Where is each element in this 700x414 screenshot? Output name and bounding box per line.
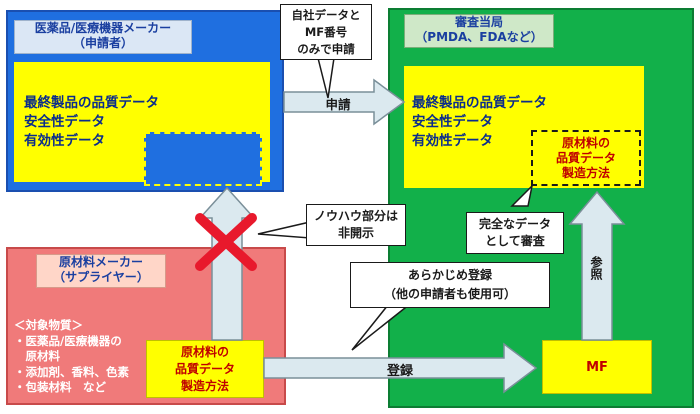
- authority-data-list: 最終製品の品質データ 安全性データ 有効性データ: [412, 94, 612, 151]
- submit-callout-line: のみで申請: [297, 42, 355, 56]
- authority-raw-material-line: 製造方法: [561, 166, 610, 180]
- target-substance-item: ・包装材料 など: [14, 380, 106, 394]
- submit-callout-line: 自社データと: [291, 8, 361, 22]
- preregister-callout: あらかじめ登録 （他の申請者も使用可）: [350, 262, 550, 308]
- supplier-title-line2: （サプライヤー）: [53, 270, 149, 284]
- reference-arrow-label: 参照: [589, 256, 603, 280]
- authority-data-item: 有効性データ: [412, 133, 493, 149]
- knowhow-callout-line: 非開示: [337, 226, 374, 240]
- supplier-raw-material-line: 品質データ: [174, 362, 235, 376]
- target-substance-item: ・添加剤、香料、色素: [14, 364, 129, 379]
- authority-title-line1: 審査当局: [454, 15, 503, 29]
- submit-arrow: [283, 78, 406, 126]
- applicant-data-item: 安全性データ: [24, 114, 105, 130]
- authority-data-item: 安全性データ: [412, 114, 493, 130]
- review-callout: 完全なデータ として審査: [466, 212, 564, 254]
- supplier-raw-material-line: 原材料の: [180, 345, 229, 359]
- register-arrow: [263, 342, 538, 394]
- knowhow-callout: ノウハウ部分は 非開示: [306, 204, 406, 246]
- authority-data-box: [404, 66, 644, 188]
- supplier-title-line1: 原材料メーカー: [58, 255, 143, 269]
- applicant-data-item: 有効性データ: [24, 133, 105, 149]
- supplier-raw-material-line: 製造方法: [180, 379, 229, 393]
- review-callout-line: として審査: [485, 234, 545, 248]
- applicant-title-line2: （申請者）: [72, 36, 133, 50]
- reference-arrow: [568, 190, 626, 341]
- target-substance-item: ・医薬品/医療機器の: [14, 333, 122, 348]
- target-substances-header: ＜対象物質＞: [14, 318, 83, 332]
- authority-title: 審査当局 （PMDA、FDAなど）: [404, 14, 554, 48]
- target-substance-item: 原材料: [14, 349, 60, 363]
- submit-callout: 自社データと MF番号 のみで申請: [280, 4, 372, 60]
- authority-raw-material-box: 原材料の 品質データ 製造方法: [531, 130, 641, 186]
- authority-title-line2: （PMDA、FDAなど）: [415, 30, 543, 44]
- preregister-callout-line: あらかじめ登録: [407, 268, 492, 282]
- target-substances-list: ＜対象物質＞ ・医薬品/医療機器の 原材料 ・添加剤、香料、色素 ・包装材料 な…: [14, 318, 164, 396]
- authority-raw-material-line: 品質データ: [555, 151, 616, 165]
- applicant-title: 医薬品/医療機器メーカー （申請者）: [14, 20, 192, 54]
- applicant-data-list: 最終製品の品質データ 安全性データ 有効性データ: [24, 94, 224, 151]
- mf-label: MF: [586, 360, 608, 375]
- review-callout-line: 完全なデータ: [478, 217, 551, 231]
- applicant-data-item: 最終製品の品質データ: [24, 95, 159, 111]
- authority-data-item: 最終製品の品質データ: [412, 95, 547, 111]
- register-arrow-label: 登録: [386, 364, 413, 379]
- cross-mark-icon: [195, 213, 257, 271]
- knowhow-callout-line: ノウハウ部分は: [313, 209, 398, 223]
- review-callout-tail: [510, 183, 534, 207]
- supplier-title: 原材料メーカー （サプライヤー）: [36, 254, 166, 288]
- undisclosed-placeholder-box: [144, 132, 262, 186]
- submit-arrow-label: 申請: [325, 97, 351, 112]
- authority-raw-material-line: 原材料の: [561, 136, 610, 150]
- knowhow-callout-tail: [257, 221, 311, 239]
- submit-callout-line: MF番号: [304, 25, 348, 39]
- applicant-title-line1: 医薬品/医療機器メーカー: [34, 21, 172, 35]
- preregister-callout-line: （他の申請者も使用可）: [383, 287, 516, 301]
